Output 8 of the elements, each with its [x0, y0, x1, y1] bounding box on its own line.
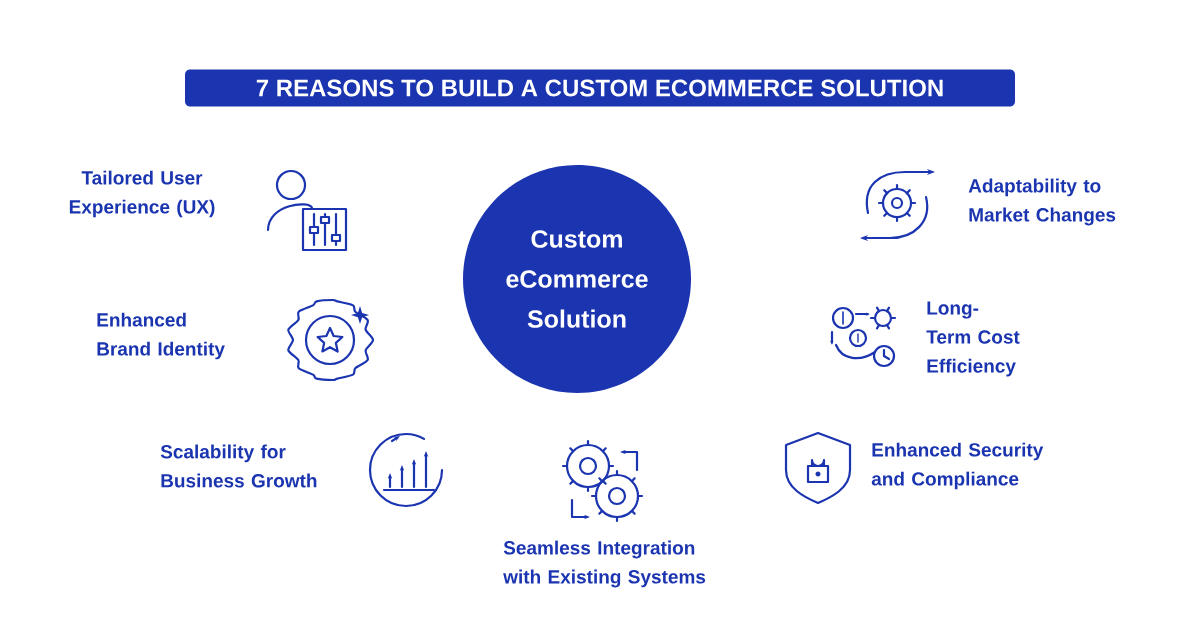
reason-label: Enhanced Brand Identity: [97, 312, 225, 360]
reason-label: Enhanced Security and Compliance: [871, 442, 1044, 490]
reason-label: Adaptability to Market Changes: [968, 178, 1116, 226]
title-banner: 7 REASONS TO BUILD A CUSTOM ECOMMERCE SOLUTION: [185, 69, 1015, 107]
reason-label: Tailored User Experience (UX): [69, 170, 215, 218]
reason-label: Seamless Integration with Existing Systems: [503, 540, 706, 588]
reason-label: Scalability for Business Growth: [160, 444, 317, 488]
reason-label: Long-Term Cost Efficiency: [926, 301, 1020, 377]
